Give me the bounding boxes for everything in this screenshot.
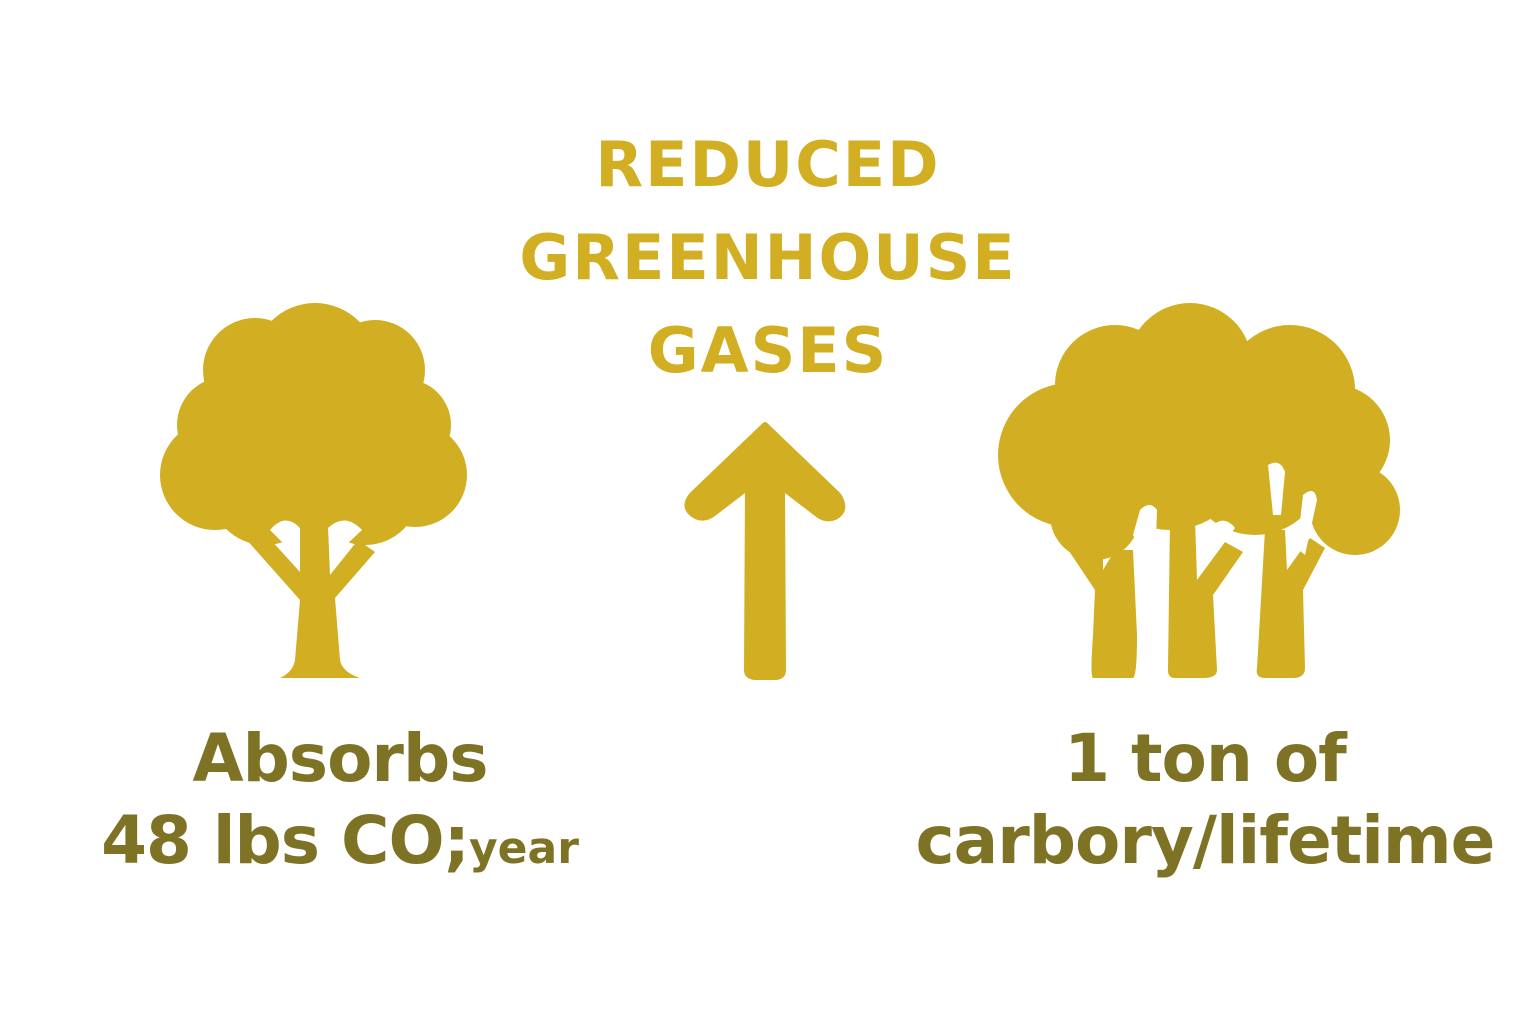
heading-line-1: REDUCED [595,128,941,201]
right-caption: 1 ton of carbory/lifetime [900,718,1510,882]
up-arrow-icon [684,422,846,680]
trees-group-icon [998,303,1400,678]
heading: REDUCED GREENHOUSE GASES [0,118,1536,397]
left-caption-line-2: 48 lbs CO;year [60,800,620,890]
heading-line-2: GREENHOUSE [519,221,1017,294]
tree-icon [160,303,467,678]
heading-line-3: GASES [647,314,889,387]
left-caption-line-1: Absorbs [192,720,488,797]
right-caption-line-1: 1 ton of [1064,720,1347,797]
left-caption-line-2-small: year [468,823,579,874]
right-caption-line-2: carbory/lifetime [915,802,1496,879]
left-caption-line-2-main: 48 lbs CO; [101,802,470,879]
left-caption: Absorbs 48 lbs CO;year [60,718,620,890]
